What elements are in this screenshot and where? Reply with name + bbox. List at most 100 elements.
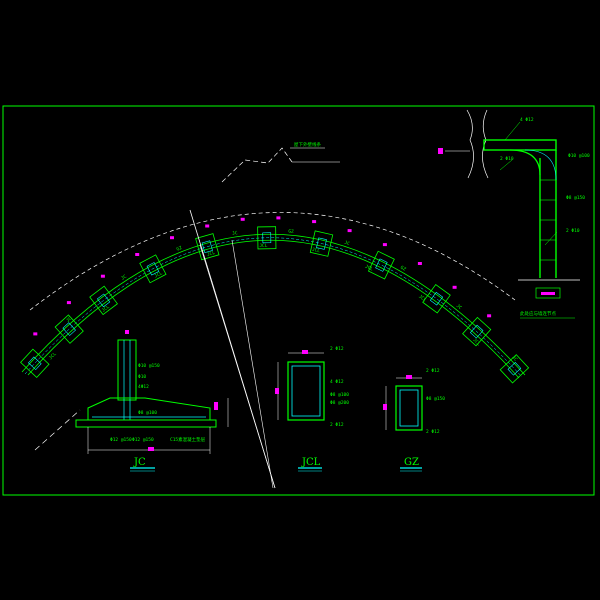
gz-label-1: Φ8 @150 (426, 396, 445, 402)
arch-footing-box (309, 230, 334, 257)
arch-member-label: JCL (153, 270, 163, 279)
node-leader-2 (499, 159, 513, 171)
arch-member-label: JC (65, 315, 73, 323)
jc-detail: Φ10 @150 Φ10 4Φ12 Φ8 @100 Φ12 @150 Φ12 @… (75, 330, 229, 472)
arch-beam-inner (27, 239, 520, 379)
arch-member-label: JC (510, 355, 518, 363)
node-beam-top (483, 139, 557, 151)
node-label-1: 2 Φ10 (500, 156, 514, 162)
jcl-dim-marker-1 (302, 350, 308, 354)
arch-outer-dashed (29, 212, 516, 311)
jcl-detail: 2 Φ12 4 Φ12 Φ8 @100 Φ8 @200 2 Φ12 JCL (275, 346, 349, 472)
arch-footing-box (195, 233, 220, 261)
jc-label-1: Φ10 (138, 374, 146, 380)
arch-member-label: GZ (288, 228, 294, 234)
arch-member-label: JCL (417, 294, 427, 304)
arch-footing-box (20, 348, 50, 378)
gz-section-inner (399, 389, 419, 427)
arch-dimension-marker (66, 301, 71, 305)
arch-dimension-marker (487, 314, 492, 318)
radial-line-2 (199, 244, 276, 489)
jcl-title: JCL (301, 457, 321, 468)
arch-dimension-marker (100, 274, 105, 278)
jc-title: JC (133, 457, 146, 468)
jc-label-3: Φ8 @100 (138, 410, 157, 416)
arch-beam-outer (21, 233, 526, 376)
radial-line-3 (231, 239, 274, 489)
arch-dimension-marker (240, 217, 245, 221)
node-label-4: 2 Φ10 (566, 228, 580, 234)
arch-footing-box (257, 226, 277, 250)
wall-node-detail: 4 Φ12 2 Φ10 Φ10 @100 Φ8 @150 2 Φ10 此处应与墙… (438, 109, 590, 319)
leader-dashed (221, 147, 293, 183)
arch-member-label: JCL (311, 247, 320, 255)
arch-plan: JCL JC JCL JC JCL GZ JCL JC JCL GZ JCL JC JCL GZ JCL JC… (20, 212, 530, 451)
gz-detail: 2 Φ12 Φ8 @150 2 Φ12 GZ (383, 368, 445, 472)
node-caption: 此处应与墙连节点 (520, 310, 556, 317)
jc-dim-marker-3 (148, 447, 154, 451)
arch-dimension-marker (382, 243, 387, 247)
jc-label-0: Φ10 @150 (138, 363, 160, 369)
jc-label-2: 4Φ12 (138, 384, 149, 390)
arch-member-label: JCL (48, 351, 58, 361)
gz-section-outer (395, 385, 423, 431)
jcl-label-2: Φ8 @100 (330, 392, 349, 398)
jc-pedestal (117, 339, 137, 401)
wall-dim-marker (438, 148, 443, 154)
node-label-2: Φ10 @100 (568, 153, 590, 159)
arch-footing-box (499, 354, 530, 384)
wall-break-right (482, 109, 489, 179)
node-base-marker (541, 292, 555, 295)
arch-member-label: GZ (399, 265, 407, 273)
arch-dimension-marker (347, 229, 352, 233)
arch-member-label: JC (455, 303, 463, 311)
jc-dim-marker-2 (214, 402, 218, 410)
jc-bottom-label-1: Φ12 @150 (132, 437, 154, 443)
jcl-dim-marker-2 (275, 388, 279, 394)
node-label-0: 4 Φ12 (520, 117, 534, 123)
drawing-frame (2, 105, 595, 496)
node-leader-1 (504, 121, 521, 141)
jc-bottom-note: C15素混凝土垫层 (170, 436, 206, 443)
arch-inner-dashed (34, 409, 81, 451)
arch-footing-box (422, 283, 451, 314)
arch-dimension-marker (417, 262, 422, 265)
node-haunch-2 (524, 149, 557, 181)
node-haunch (509, 149, 541, 176)
jcl-section-outer (287, 361, 325, 421)
jc-dim-marker-1 (125, 330, 129, 334)
arch-member-label: GZ (176, 245, 184, 253)
jcl-section-inner (291, 365, 321, 417)
jcl-label-4: 2 Φ12 (330, 422, 344, 428)
arch-dimension-marker (452, 285, 457, 289)
arch-dimension-marker (170, 236, 174, 240)
jc-footing (87, 397, 211, 420)
arch-footing-box (54, 314, 84, 344)
arch-dimension-marker (135, 253, 140, 256)
arch-member-label: JC (120, 274, 128, 282)
arch-dimension-marker (33, 332, 38, 336)
jc-pad (75, 419, 217, 428)
gz-dim-marker-1 (406, 375, 412, 379)
gz-title: GZ (404, 457, 419, 468)
wall-break-left (466, 109, 474, 179)
arch-member-label: JCL (471, 337, 481, 347)
arch-member-label: JCL (206, 250, 216, 258)
arch-member-label: JCL (364, 264, 374, 273)
arch-member-label: JC (232, 230, 239, 237)
gz-label-2: 2 Φ12 (426, 429, 440, 435)
gz-dim-marker-2 (383, 404, 387, 410)
arch-footing-box (462, 316, 492, 347)
arch-footing-box (89, 285, 118, 316)
jcl-label-1: 4 Φ12 (330, 379, 344, 385)
arch-dimension-marker (312, 220, 317, 224)
node-base-dim (535, 287, 561, 299)
jcl-label-3: Φ8 @200 (330, 400, 349, 406)
arch-member-label: JCL (259, 243, 268, 249)
arch-dimension-marker (205, 224, 210, 228)
arch-rebar-line (24, 237, 523, 378)
arch-footing-box (367, 250, 395, 280)
arch-member-label: JCL (101, 304, 111, 314)
node-leader-3 (544, 231, 558, 246)
leader-note: 屋下外壁线条 (294, 141, 321, 148)
